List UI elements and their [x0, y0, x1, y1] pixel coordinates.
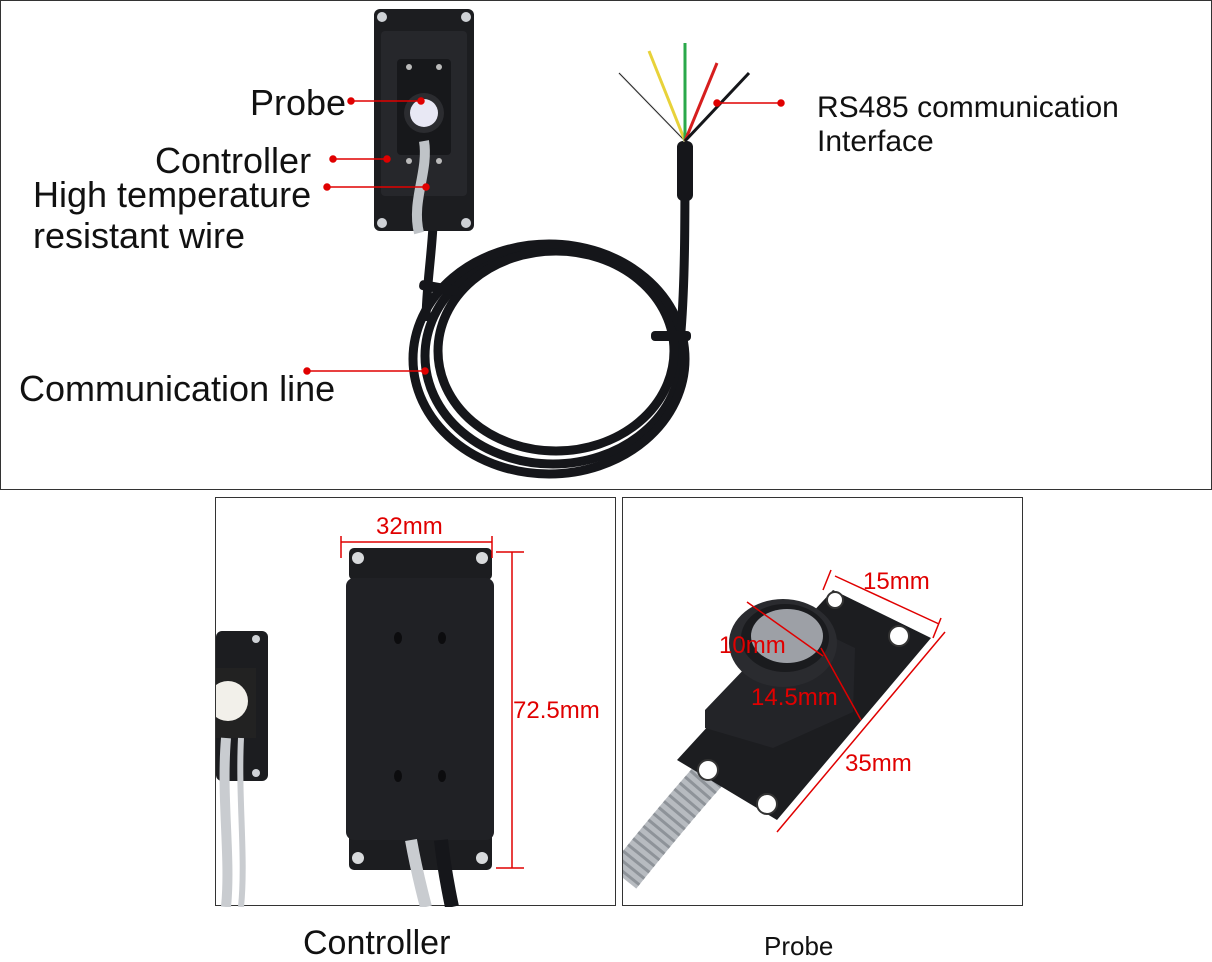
- controller-caption: Controller: [303, 924, 451, 962]
- controller-body: [346, 548, 494, 907]
- wire-label-line2: resistant wire: [33, 215, 246, 256]
- probe-dimension-lines: [746, 569, 946, 833]
- rs485-label-line2: Interface: [817, 125, 934, 158]
- communication-line-label: Communication line: [19, 368, 336, 409]
- probe-dim-35mm: 35mm: [845, 750, 912, 777]
- sensor-overview-illustration: [303, 9, 785, 479]
- probe-dim-14-5mm: 14.5mm: [751, 684, 838, 711]
- rs485-label-line1: RS485 communication: [817, 91, 1119, 124]
- controller-dimension-panel: 32mm 72.5mm: [215, 497, 616, 907]
- controller-label: Controller: [155, 140, 312, 181]
- probe-flange: [677, 590, 931, 820]
- label-pointers: [303, 97, 785, 375]
- controller-width-dimension: 32mm: [376, 513, 443, 540]
- wire-label-line1: High temperature: [33, 174, 312, 215]
- cable-sleeve: [677, 141, 693, 201]
- probe-dim-10mm: 10mm: [719, 632, 786, 659]
- controller-dimension-illustration: [216, 536, 524, 907]
- probe-dim-15mm: 15mm: [863, 568, 930, 595]
- controller-housing: [374, 9, 474, 235]
- controller-height-dimension: 72.5mm: [513, 697, 600, 724]
- controller-dimension-lines: [340, 536, 524, 869]
- side-probe-partial: [216, 631, 268, 907]
- cable-ties: [419, 280, 691, 341]
- rs485-wires: [617, 43, 751, 143]
- top-overview-panel: Probe Controller High temperature resist…: [0, 0, 1212, 490]
- probe-dimension-illustration: [623, 569, 946, 889]
- probe-dimension-panel: 15mm 10mm 14.5mm 35mm: [622, 497, 1023, 906]
- probe-caption: Probe: [764, 931, 834, 961]
- probe-label: Probe: [250, 82, 347, 123]
